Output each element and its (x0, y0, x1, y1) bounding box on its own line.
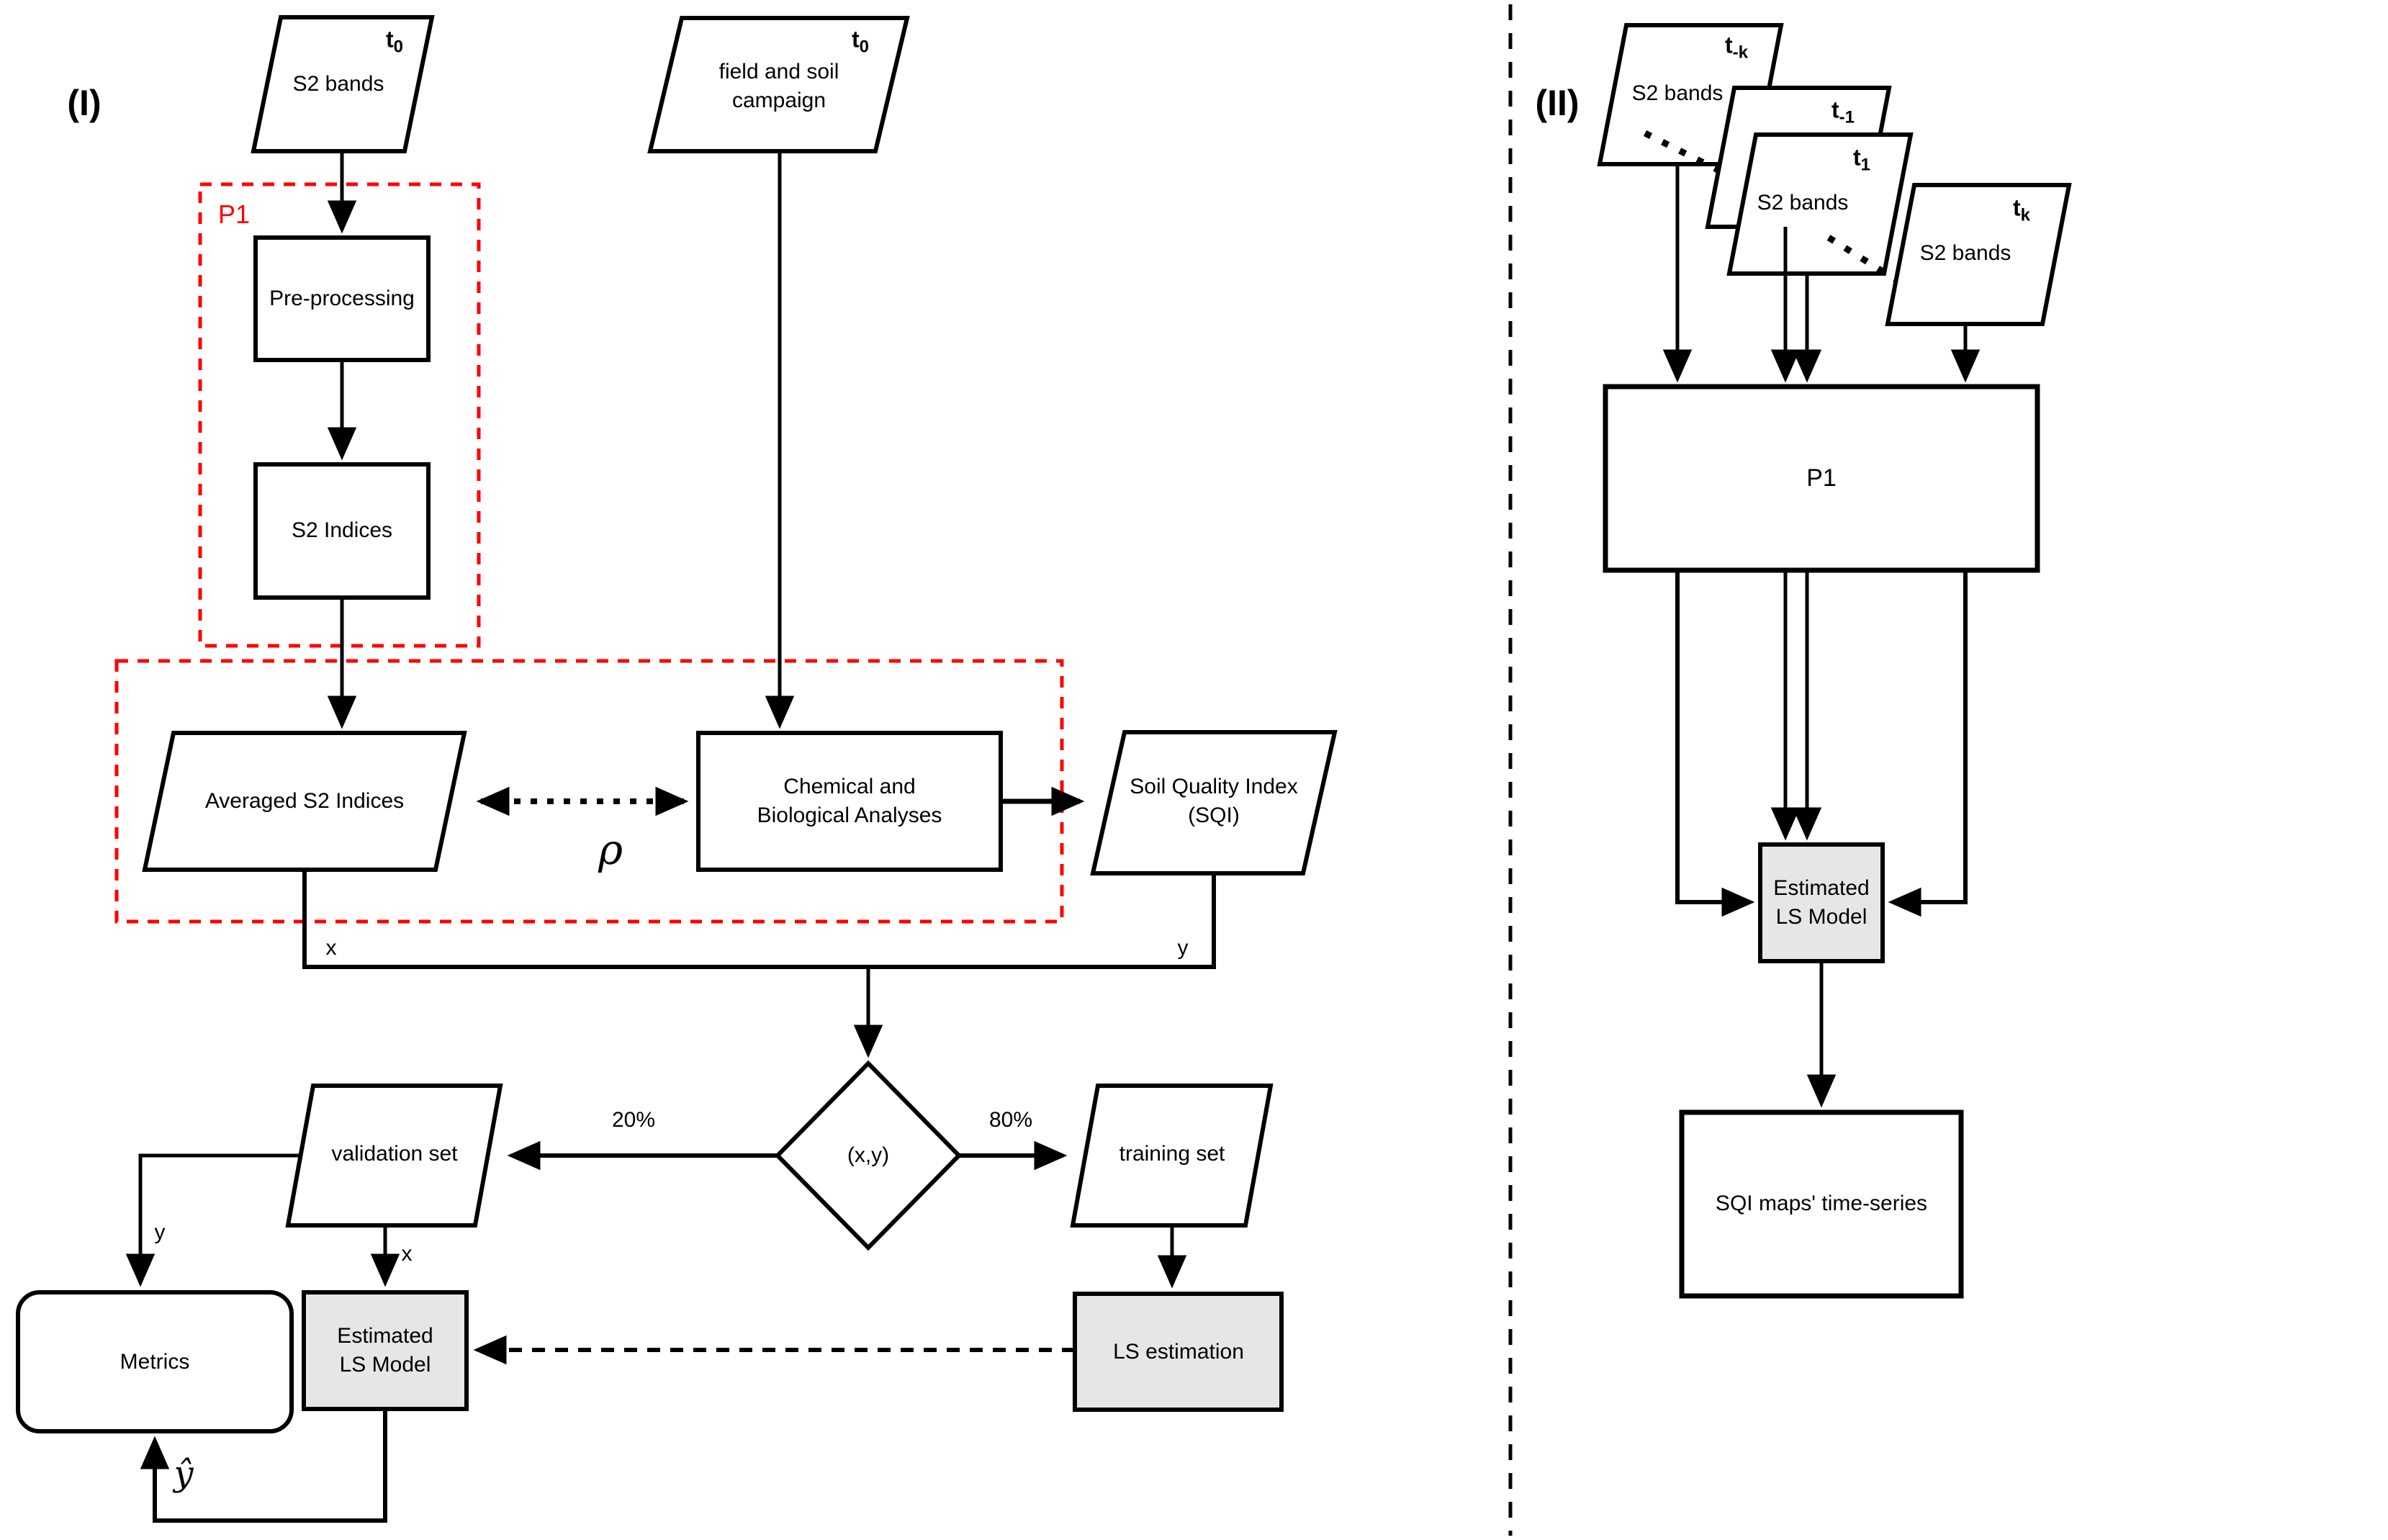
ls-estimation-box (1073, 1292, 1284, 1412)
chemical-biological-box (696, 731, 1003, 872)
pct-training-label: 80% (988, 1108, 1033, 1132)
averaged-s2-indices-parallelogram (142, 731, 467, 872)
estimated-ls-model-box-right (1758, 842, 1885, 963)
panel2-label: (II) (1535, 83, 1580, 123)
p1-group-box (198, 182, 481, 648)
s2-bands-back-label: S2 bands (1631, 81, 1724, 105)
training-set-label: training set (1119, 1142, 1225, 1166)
rho-label: ρ (598, 825, 623, 874)
ls-estimation-label: LS estimation (1113, 1340, 1244, 1364)
sqi-maps-box (1679, 1109, 1964, 1299)
s2-bands-t0-parallelogram (251, 15, 435, 153)
field-soil-campaign-parallelogram (647, 16, 910, 153)
estimated-ls-model-box (302, 1290, 469, 1411)
y-junction-label: y (1177, 936, 1189, 960)
edge-p1-left-estimatedls (1675, 570, 1755, 917)
p1-box (1603, 384, 2040, 573)
s2-bands-label: S2 bands (292, 72, 384, 96)
metrics-rounded-box (16, 1290, 294, 1433)
y-hat-label: ŷ (174, 1454, 194, 1494)
t-minus-1-label: t-1 (1831, 96, 1855, 127)
s2-bands-tk-parallelogram (1885, 183, 2072, 326)
metrics-label: Metrics (120, 1350, 190, 1374)
p1-group-label: P1 (217, 199, 251, 229)
s2-bands-t1-parallelogram (1726, 132, 1914, 276)
x-into-model-label: x (401, 1242, 413, 1266)
edge-estimatedls-metrics-yhat (140, 1409, 387, 1523)
edge-p1-right-estimatedls (1888, 570, 1968, 917)
s2-bands-front-label: S2 bands (1757, 191, 1849, 215)
sqi-parallelogram (1090, 730, 1338, 875)
sqi-label: Soil Quality Index(SQI) (1130, 775, 1298, 827)
pct-validation-label: 20% (611, 1108, 656, 1132)
t0-sat-label: t0 (385, 26, 404, 57)
split-node-label: (x,y) (847, 1143, 890, 1167)
p1-box-label: P1 (1806, 464, 1837, 492)
x-junction-label: x (325, 936, 337, 960)
t-1-label: t1 (1852, 144, 1871, 175)
training-set-parallelogram (1070, 1084, 1274, 1228)
s2-indices-label: S2 Indices (291, 518, 393, 542)
s2-bands-right-label: S2 bands (1919, 241, 2011, 265)
preprocessing-label: Pre-processing (269, 287, 415, 310)
validation-set-label: validation set (331, 1142, 458, 1166)
t0-field-label: t0 (851, 26, 870, 57)
split-diamond (774, 1060, 963, 1251)
y-into-metrics-label: y (154, 1220, 166, 1244)
t-minus-k-label: t-k (1725, 32, 1748, 63)
edge-validation-metrics (125, 1153, 301, 1287)
sqi-maps-label: SQI maps' time-series (1715, 1192, 1928, 1215)
preprocessing-box (253, 235, 431, 362)
t-k-label: tk (2012, 194, 2031, 225)
s2-indices-box (253, 462, 431, 600)
validation-set-parallelogram (285, 1084, 503, 1228)
panel1-label: (I) (67, 83, 102, 123)
averaged-s2-indices-label: Averaged S2 Indices (204, 789, 405, 813)
